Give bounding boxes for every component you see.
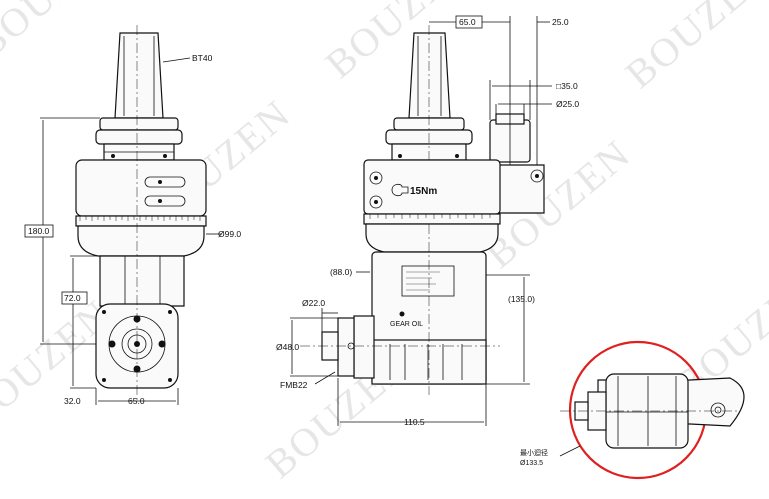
ref-left-dim: (88.0) xyxy=(330,267,352,277)
overall-height-dim: 180.0 xyxy=(28,226,50,236)
torque-label: 15Nm xyxy=(410,186,437,197)
top-right-dim: 25.0 xyxy=(552,17,569,27)
square-dim: □35.0 xyxy=(556,81,578,91)
width-dim: 65.0 xyxy=(128,396,145,406)
taper-shank xyxy=(114,32,164,119)
holder-label: BT40 xyxy=(192,53,213,63)
min-swing-dia: Ø133.5 xyxy=(520,460,543,467)
detail-view: 最小迴径 Ø133.5 xyxy=(520,340,745,480)
gear-oil-label: GEAR OIL xyxy=(390,321,423,328)
watermark: BOUZEN xyxy=(317,0,479,87)
side-view: 15Nm GEAR OIL xyxy=(276,15,579,427)
nut-dia-dim: Ø48.0 xyxy=(276,342,299,352)
flange-dia-dim: Ø99.0 xyxy=(218,229,241,239)
nut-label: FMB22 xyxy=(280,380,308,390)
length-dim: 110.5 xyxy=(404,417,425,427)
ref-height-dim: (135.0) xyxy=(508,294,535,304)
top-offset-dim: 65.0 xyxy=(459,17,476,27)
offset-dim: 32.0 xyxy=(64,396,81,406)
front-view: BT40 180.0 72.0 Ø99.0 65.0 32.0 xyxy=(24,25,241,406)
lower-height-dim: 72.0 xyxy=(64,293,81,303)
watermark: BOUZEN xyxy=(617,0,769,97)
pin-dia-dim: Ø25.0 xyxy=(556,99,579,109)
watermark: BOUZEN xyxy=(0,0,129,67)
spindle-dia-dim: Ø22.0 xyxy=(302,298,325,308)
min-swing-label: 最小迴径 xyxy=(520,448,548,457)
